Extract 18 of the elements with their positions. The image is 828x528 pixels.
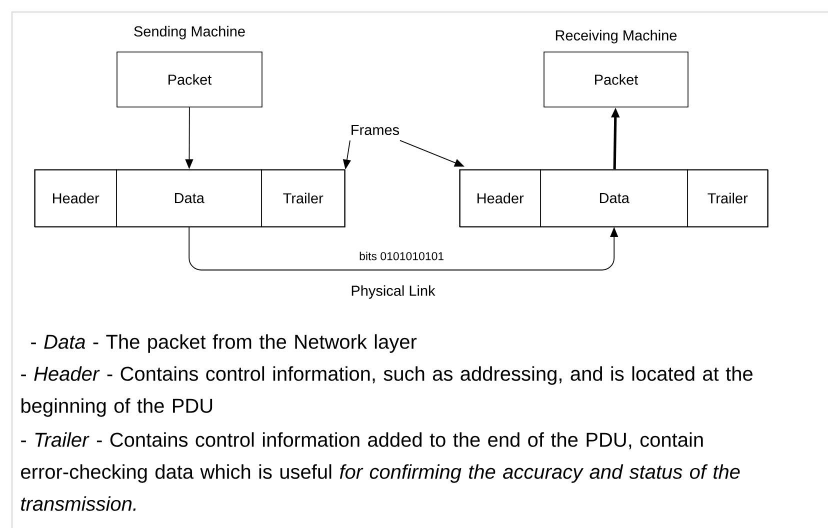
data-cell: Data <box>116 169 262 227</box>
data-cell: Data <box>540 169 688 227</box>
edge-label: bits 0101010101 <box>358 250 446 262</box>
header-cell: Header <box>34 169 117 227</box>
frame-box <box>34 170 346 228</box>
packet-box: Packet <box>544 52 688 108</box>
frame-box <box>460 170 768 228</box>
bullet-text: - Trailer - Contains control information added to the end of the PDU, contain error-checking data which is useful for confirming the accuracy and status of the transmission. <box>21 432 740 511</box>
bullet-text: - Header - Contains control information, such as addressing, and is located at the beginning of the PDU <box>21 366 752 417</box>
packet-box: Packet <box>116 52 262 108</box>
trailer-cell: Trailer <box>687 169 768 227</box>
bullet-text: - Data - The packet from the Network layer <box>31 334 417 353</box>
trailer-cell: Trailer <box>261 169 345 227</box>
machine-label: Receiving Machine <box>556 30 677 44</box>
link-label: Physical Link <box>352 285 436 299</box>
frames-text: Frames <box>352 124 400 136</box>
header-cell: Header <box>459 169 541 227</box>
machine-label: Sending Machine <box>134 26 245 40</box>
